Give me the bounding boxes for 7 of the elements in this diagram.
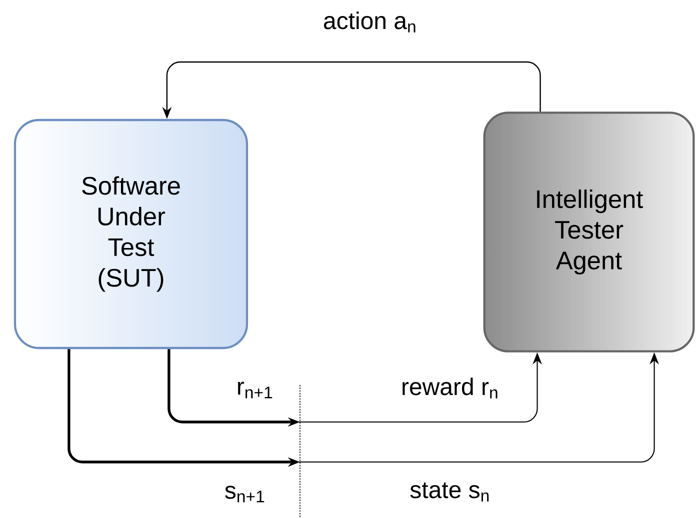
edge-label: state s$_{n}$ (410, 482, 489, 502)
signal-label: s$_{n+1}$ (225, 486, 264, 502)
edge-label: action a$_{n}$ (324, 12, 416, 32)
process-box: Intelligent Tester Agent (483, 112, 695, 352)
process-box: Software Under Test (SUT) (14, 118, 248, 350)
edge-label: reward r$_{n}$ (402, 378, 498, 398)
signal-label: r$_{n+1}$ (238, 382, 272, 398)
